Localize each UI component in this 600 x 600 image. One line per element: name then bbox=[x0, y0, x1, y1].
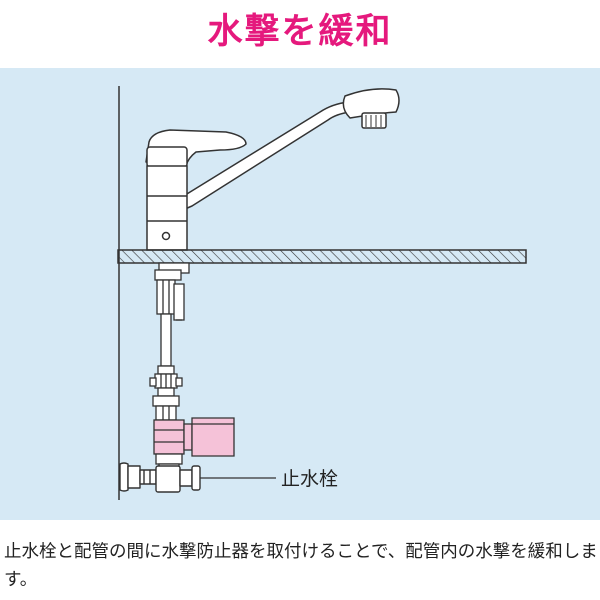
mounting-shank bbox=[154, 262, 190, 321]
countertop bbox=[117, 249, 527, 264]
hex-connector bbox=[152, 395, 180, 421]
faucet-spout bbox=[177, 88, 400, 213]
faucet-diagram: 止水栓 bbox=[117, 86, 527, 500]
stop-valve-label: 止水栓 bbox=[281, 468, 338, 490]
water-hammer-arrester bbox=[153, 417, 235, 457]
diagram-panel: 止水栓 bbox=[0, 68, 600, 520]
faucet-lever bbox=[145, 129, 247, 168]
supply-hose bbox=[149, 313, 183, 397]
faucet-body bbox=[146, 165, 188, 251]
page-title: 水撃を緩和 bbox=[207, 12, 393, 52]
caption-text: 止水栓と配管の間に水撃防止器を取付けることで、配管内の水撃を緩和します。 bbox=[4, 542, 598, 590]
stop-valve bbox=[119, 462, 201, 493]
